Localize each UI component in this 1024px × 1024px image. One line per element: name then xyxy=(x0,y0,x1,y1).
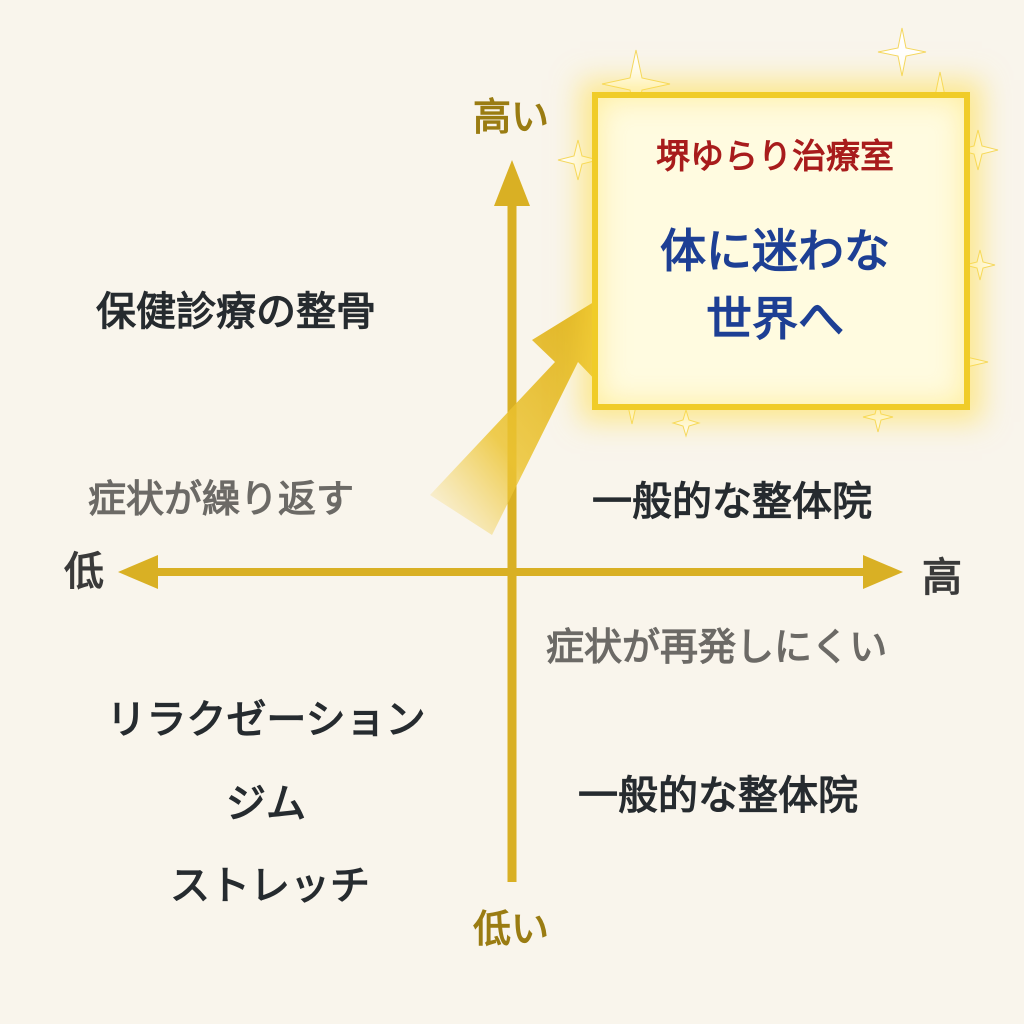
quadrant-top-left-item: 保健診療の整骨 xyxy=(96,289,376,335)
y-axis-top-label: 高い xyxy=(472,95,550,139)
quadrant-top-right-item: 一般的な整体院 xyxy=(592,479,872,525)
quadrant-bottom-right-item: 一般的な整体院 xyxy=(578,773,858,819)
y-axis xyxy=(494,160,530,882)
y-axis-arrowhead xyxy=(494,160,530,206)
progress-arrow xyxy=(430,276,636,535)
x-axis-left-label: 低 xyxy=(64,549,104,595)
quadrant-bottom-right-note: 症状が再発しにくい xyxy=(546,625,888,669)
headline-line-2: 世界へ xyxy=(706,292,844,346)
x-axis-right-label: 高 xyxy=(922,555,962,601)
sparkle-icon xyxy=(671,408,701,438)
headline-line-1: 体に迷わな xyxy=(660,224,890,278)
sparkle-icon xyxy=(877,27,927,77)
highlight-box xyxy=(592,92,970,410)
x-axis-right-arrowhead xyxy=(863,555,903,589)
sparkle-icon xyxy=(862,401,894,433)
quadrant-top-left-note: 症状が繰り返す xyxy=(88,477,355,521)
quadrant-bottom-left-item-3: ストレッチ xyxy=(170,863,370,909)
quadrant-bottom-left-item-1: リラクゼーション xyxy=(106,697,426,743)
x-axis-left-arrowhead xyxy=(118,555,158,589)
sparkle-icon xyxy=(557,139,599,181)
y-axis-bottom-label: 低い xyxy=(472,907,550,951)
quadrant-bottom-left-item-2: ジム xyxy=(226,781,306,827)
brand-name: 堺ゆらり治療室 xyxy=(656,137,894,177)
sparkle-icon xyxy=(964,249,996,281)
x-axis xyxy=(118,555,903,589)
